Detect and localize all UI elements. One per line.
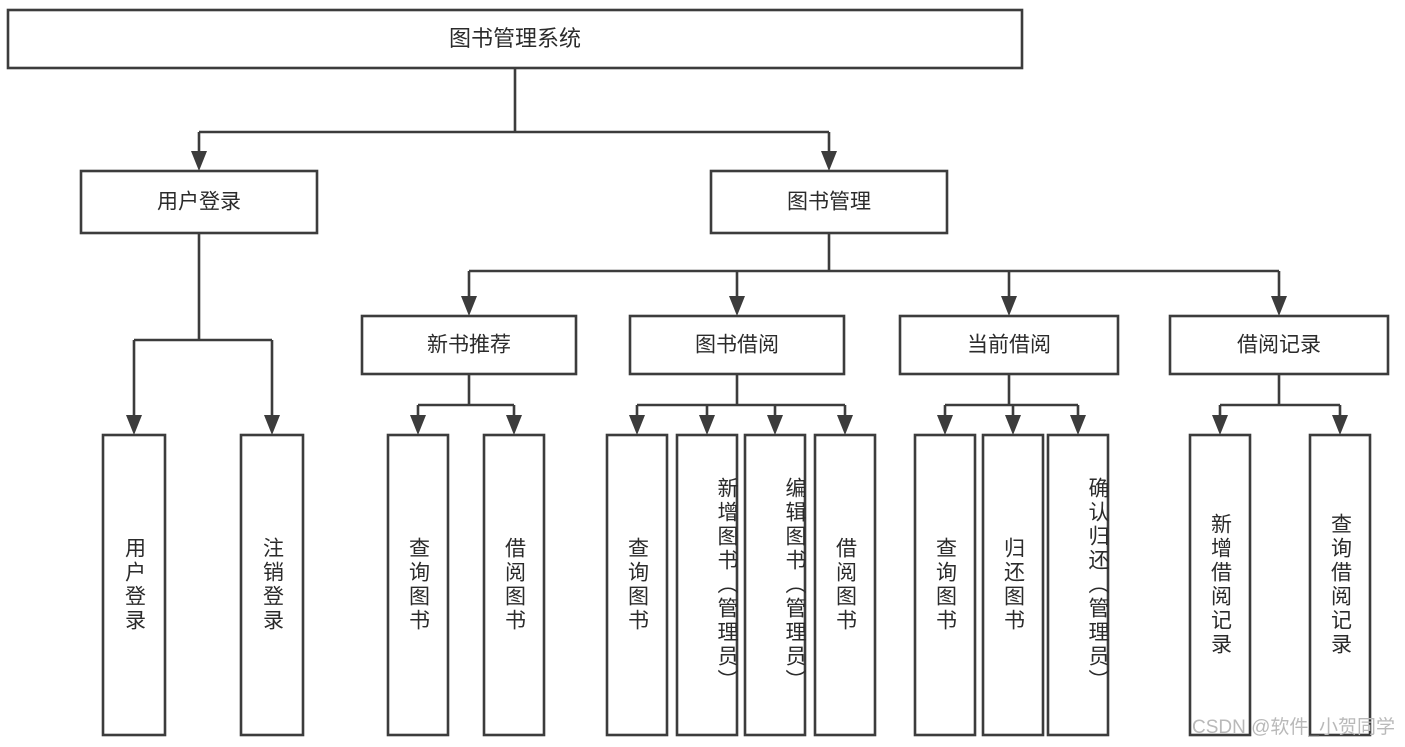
node-new-book-recommend-label: 新书推荐 xyxy=(427,334,511,357)
arrow-head-icon xyxy=(1070,415,1086,435)
arrow-head-icon xyxy=(837,415,853,435)
arrow-head-icon xyxy=(821,151,837,171)
arrow-head-icon xyxy=(506,415,522,435)
arrow-head-icon xyxy=(1212,415,1228,435)
arrow-head-icon xyxy=(729,296,745,316)
node-leaf-query-book-borrow[interactable] xyxy=(605,433,669,737)
arrow-head-icon xyxy=(1001,296,1017,316)
node-book-manage-label: 图书管理 xyxy=(787,191,871,214)
node-borrow-record-label: 借阅记录 xyxy=(1237,334,1321,357)
connector-layer xyxy=(126,68,1348,435)
arrow-head-icon xyxy=(629,415,645,435)
node-book-manage[interactable] xyxy=(709,169,949,235)
node-leaf-user-login[interactable] xyxy=(101,433,167,737)
arrow-head-icon xyxy=(1271,296,1287,316)
node-user-login-label: 用户登录 xyxy=(157,191,241,214)
node-current-borrow[interactable] xyxy=(898,314,1120,376)
node-leaf-borrow-book[interactable] xyxy=(813,433,877,737)
arrow-head-icon xyxy=(767,415,783,435)
watermark-text: CSDN @软件_小贺同学 xyxy=(1192,717,1395,738)
node-borrow-record[interactable] xyxy=(1168,314,1390,376)
node-leaf-query-book-new[interactable] xyxy=(386,433,450,737)
node-leaf-add-book-admin[interactable] xyxy=(675,433,739,737)
arrow-head-icon xyxy=(1332,415,1348,435)
node-user-login[interactable] xyxy=(79,169,319,235)
arrow-head-icon xyxy=(191,151,207,171)
arrow-head-icon xyxy=(264,415,280,435)
node-leaf-edit-book-admin[interactable] xyxy=(743,433,807,737)
arrow-head-icon xyxy=(410,415,426,435)
node-leaf-confirm-return-admin[interactable] xyxy=(1046,433,1110,737)
node-root-system[interactable] xyxy=(6,8,1024,70)
node-leaf-add-borrow-record[interactable] xyxy=(1188,433,1252,737)
node-book-borrow-label: 图书借阅 xyxy=(695,334,779,357)
node-new-book-recommend[interactable] xyxy=(360,314,578,376)
arrow-head-icon xyxy=(126,415,142,435)
arrow-head-icon xyxy=(937,415,953,435)
node-box-layer xyxy=(6,8,1390,737)
node-leaf-query-borrow-record[interactable] xyxy=(1308,433,1372,737)
node-leaf-query-book-current[interactable] xyxy=(913,433,977,737)
arrow-head-icon xyxy=(461,296,477,316)
node-current-borrow-label: 当前借阅 xyxy=(967,334,1051,357)
node-book-borrow[interactable] xyxy=(628,314,846,376)
node-leaf-borrow-book-new[interactable] xyxy=(482,433,546,737)
arrow-head-icon xyxy=(1005,415,1021,435)
arrow-head-icon xyxy=(699,415,715,435)
node-leaf-return-book[interactable] xyxy=(981,433,1045,737)
node-leaf-logout[interactable] xyxy=(239,433,305,737)
node-root-system-label: 图书管理系统 xyxy=(449,26,581,51)
